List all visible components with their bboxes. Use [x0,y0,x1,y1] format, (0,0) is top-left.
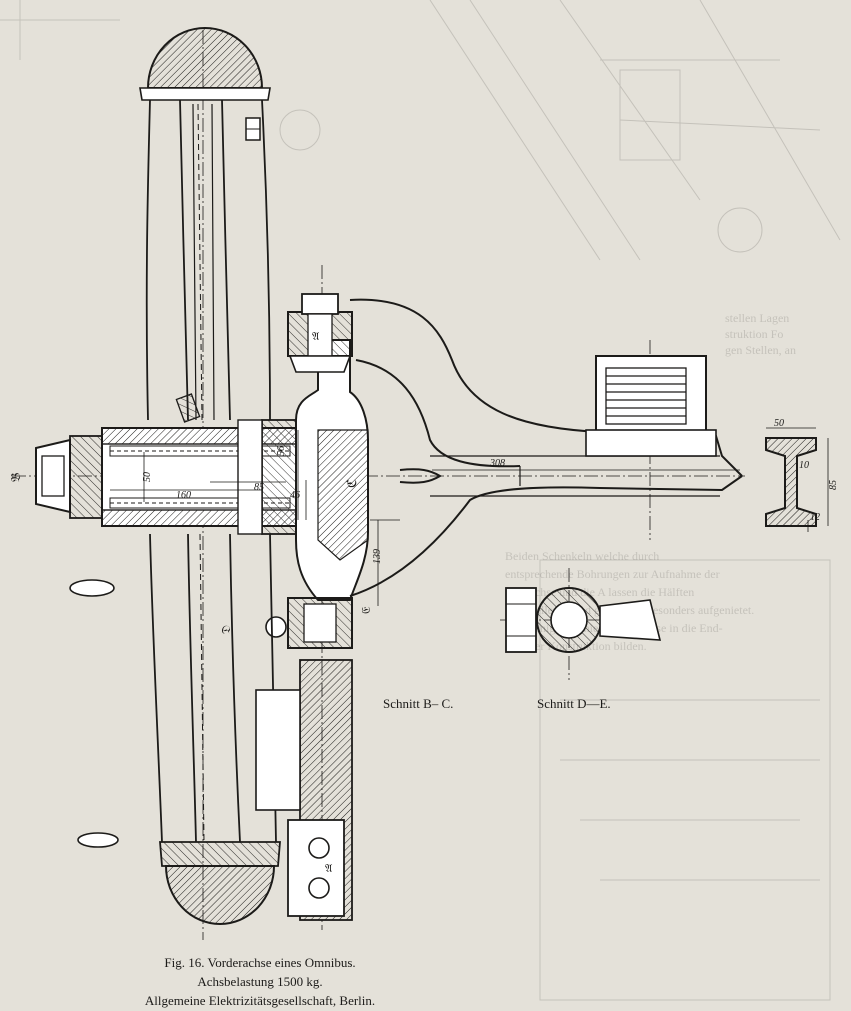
letter-e: 𝔈 [359,606,373,614]
hole-marker-lower [77,832,119,848]
dim-50: 50 [142,472,153,482]
background-bleed-through [0,0,841,1001]
section-bc-label: Schnitt B– C. [383,696,454,711]
lower-tyre [159,841,281,925]
caption-load: Achsbelastung 1500 kg. [197,974,323,989]
svg-text:entsprechende Bohrungen zur Au: entsprechende Bohrungen zur Aufnahme der [505,567,720,581]
letter-a-lower: 𝔄 [325,863,333,875]
letter-b: 𝔅 [8,473,23,482]
ibeam-section [765,427,829,532]
letter-d: 𝔇 [219,625,233,634]
hub-assembly [35,419,303,535]
dim-139: 139 [372,549,383,564]
dim-85: 85 [254,482,264,493]
dim-308: 308 [489,458,505,469]
letter-c: ℭ [344,479,359,488]
spoke-clip [175,393,201,423]
svg-text:struktion Fo: struktion Fo [725,327,783,341]
svg-text:stellen Lagen: stellen Lagen [725,311,789,325]
dimension-lines [110,430,740,606]
bolt-upper [245,117,261,141]
steering-arm [255,659,353,921]
dim-46: 46 [290,490,300,501]
ibeam-web-label: 10 [799,460,809,471]
ibeam-height-label: 85 [828,480,839,490]
hole-marker-left [69,579,115,597]
steering-knuckle [265,293,369,649]
section-de-label: Schnitt D—E. [537,696,611,711]
svg-text:gen Stellen, an: gen Stellen, an [725,343,796,357]
figure-caption: Fig. 16. Vorderachse eines Omnibus. Achs… [40,953,480,1010]
upper-tyre [139,27,271,101]
ibeam-flange-label: 12 [810,512,820,523]
caption-maker: Allgemeine Elektrizitätsgesellschaft, Be… [144,993,376,1008]
caption-title: Fig. 16. Vorderachse eines Omnibus. [164,955,356,970]
dim-160: 160 [176,490,191,501]
ibeam-width-label: 50 [774,418,784,429]
dim-56: 56 [276,446,287,456]
letter-a-upper: 𝔄 [312,331,320,343]
spring-seat [585,355,717,457]
section-de [505,587,662,653]
svg-text:Beiden Schenkeln welche durch: Beiden Schenkeln welche durch [505,549,659,563]
upper-spoke-body [145,99,271,421]
lower-spoke-body [149,533,277,843]
